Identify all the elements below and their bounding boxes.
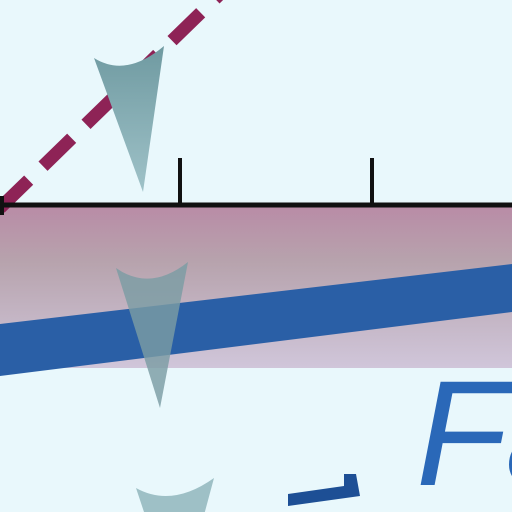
arrowhead-top [94,46,164,192]
arrowhead-bottom [136,478,214,512]
arrowhead-middle [116,262,188,408]
blue-band [0,264,512,376]
blue-bracket-mark [288,474,360,506]
fa-label: Fa [416,349,512,512]
